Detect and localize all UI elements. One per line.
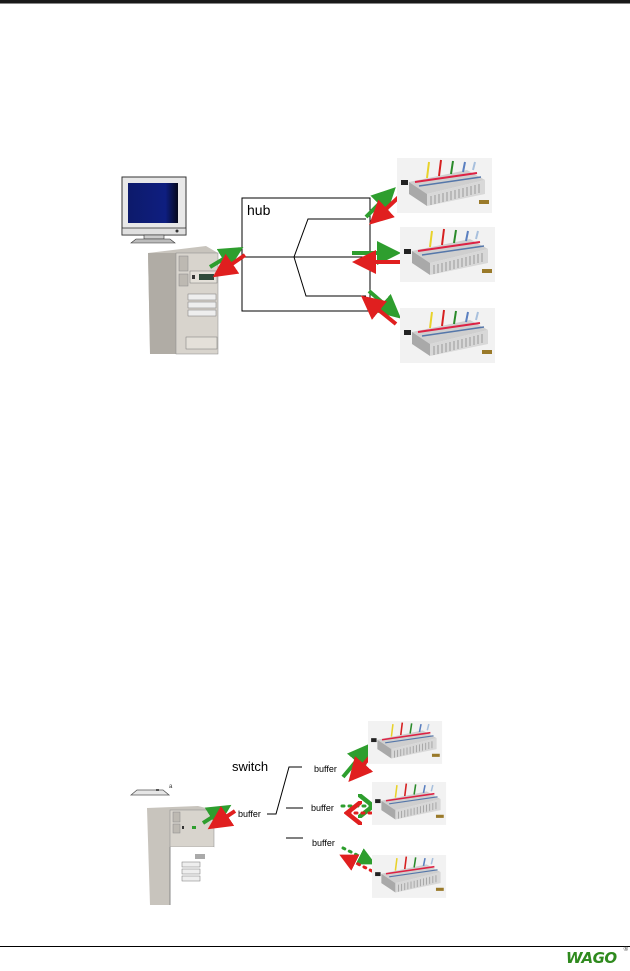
receive-arrow <box>207 805 237 830</box>
footer-rule <box>0 946 630 947</box>
registered-mark: ® <box>623 947 628 953</box>
fieldbus-module-image <box>367 720 443 765</box>
fieldbus-module-image <box>371 781 447 826</box>
buffer-label: buffer <box>311 803 334 813</box>
switch-diagram: a switch buffer buffer buffer buffer <box>129 720 447 905</box>
buffer-label: buffer <box>312 838 335 848</box>
buffer-label: buffer <box>238 809 261 819</box>
fieldbus-module-image <box>396 157 493 214</box>
header-rule <box>0 0 630 4</box>
hub-diagram: hub <box>121 157 496 364</box>
receive-arrow <box>212 253 247 278</box>
switch-connections <box>267 766 303 839</box>
computer-tower-icon: a <box>129 784 215 905</box>
receive-arrow <box>360 295 398 326</box>
fieldbus-module-image <box>371 854 447 899</box>
monitor-icon <box>121 176 187 244</box>
svg-text:a: a <box>169 784 173 790</box>
send-arrow-pending <box>341 846 376 865</box>
fieldbus-module-image <box>399 226 496 283</box>
switch-label: switch <box>232 759 268 774</box>
wago-logo: WAGO ® <box>566 947 628 967</box>
fieldbus-module-image <box>399 307 496 364</box>
hub-box: hub <box>241 197 371 312</box>
wago-logo-text: WAGO <box>566 949 617 967</box>
computer-tower-icon <box>148 246 219 355</box>
hub-label: hub <box>247 202 271 218</box>
buffer-label: buffer <box>314 764 337 774</box>
receive-arrow-pending <box>339 854 374 873</box>
